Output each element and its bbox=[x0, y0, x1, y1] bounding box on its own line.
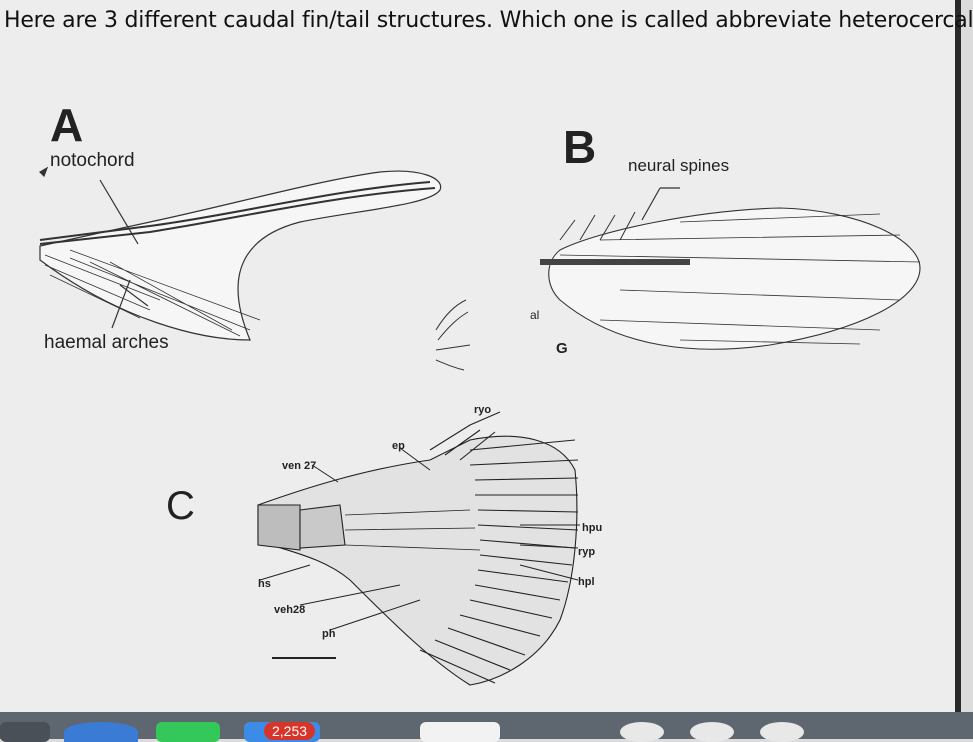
dock-app-round-2[interactable] bbox=[690, 722, 734, 742]
safari-icon[interactable] bbox=[64, 722, 138, 742]
label-ph: ph bbox=[322, 628, 336, 640]
g-label: G bbox=[556, 340, 568, 357]
label-hpu: hpu bbox=[582, 522, 603, 534]
fin-illustrations bbox=[39, 166, 921, 686]
al-label: al bbox=[530, 308, 540, 322]
messages-icon[interactable] bbox=[156, 722, 220, 742]
fragment-drawing bbox=[435, 299, 471, 371]
notochord-label: notochord bbox=[50, 150, 135, 171]
fin-a-drawing bbox=[39, 166, 442, 341]
dock-app-round-3[interactable] bbox=[760, 722, 804, 742]
dock-app-round[interactable] bbox=[620, 722, 664, 742]
label-ryo: ryo bbox=[474, 404, 492, 416]
label-hpl: hpl bbox=[578, 576, 595, 588]
label-hs: hs bbox=[258, 578, 271, 590]
label-ven27: ven 27 bbox=[282, 460, 317, 472]
neural-spines-label: neural spines bbox=[628, 156, 730, 175]
browser-content-area: Here are 3 different caudal fin/tail str… bbox=[0, 0, 973, 712]
figure-a-letter: A bbox=[50, 99, 84, 151]
label-ryp: ryp bbox=[578, 546, 596, 558]
dock-app-white[interactable] bbox=[420, 722, 500, 742]
fin-b-drawing bbox=[540, 187, 921, 350]
notification-badge: 2,253 bbox=[264, 722, 316, 740]
figure-b-letter: B bbox=[563, 121, 597, 173]
dock-app-left[interactable] bbox=[0, 722, 50, 742]
fin-c-drawing bbox=[257, 411, 580, 686]
haemal-arches-label: haemal arches bbox=[44, 332, 169, 353]
figure-c-letter: C bbox=[166, 484, 195, 528]
label-veh28: veh28 bbox=[274, 604, 306, 616]
taskbar-dock bbox=[0, 712, 973, 742]
question-text: Here are 3 different caudal fin/tail str… bbox=[4, 8, 973, 33]
